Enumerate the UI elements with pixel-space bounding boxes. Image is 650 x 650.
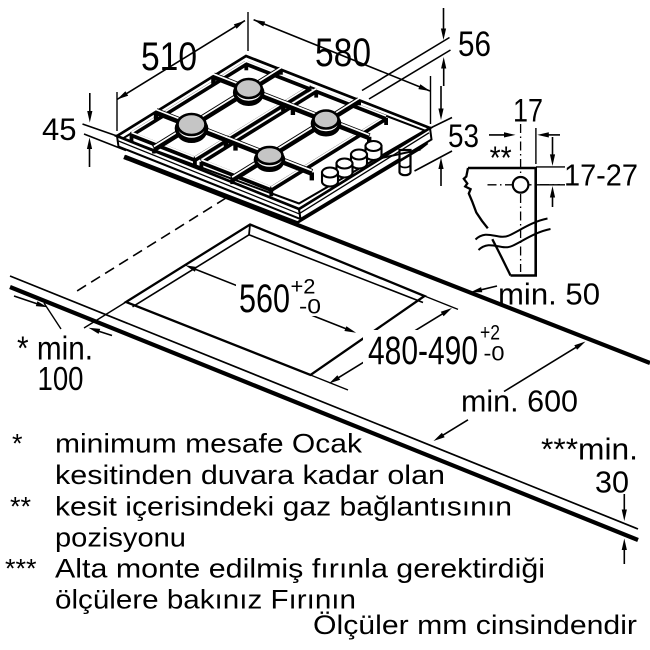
svg-text:kesitinden duvara kadar olan: kesitinden duvara kadar olan: [55, 460, 445, 490]
svg-text:minimum mesafe Ocak: minimum mesafe Ocak: [55, 429, 363, 459]
svg-text:560: 560: [239, 277, 290, 321]
svg-text:17-27: 17-27: [564, 158, 638, 193]
svg-text:-0: -0: [299, 296, 321, 319]
svg-text:***min.: ***min.: [541, 432, 638, 467]
svg-text:ölçülere bakınız Fırının: ölçülere bakınız Fırının: [55, 585, 356, 615]
svg-text:56: 56: [458, 25, 491, 64]
svg-text:53: 53: [448, 118, 479, 154]
svg-text:+2: +2: [480, 322, 500, 345]
svg-text:Alta monte edilmiş fırınla ger: Alta monte edilmiş fırınla gerektirdiği: [55, 554, 545, 584]
svg-text:***: ***: [5, 554, 37, 584]
svg-text:480-490: 480-490: [368, 329, 478, 373]
svg-text:min. 50: min. 50: [498, 277, 600, 312]
svg-text:17: 17: [513, 93, 543, 129]
svg-text:pozisyonu: pozisyonu: [55, 523, 186, 553]
svg-text:580: 580: [315, 31, 371, 75]
svg-text:100: 100: [38, 360, 84, 397]
svg-text:min. 600: min. 600: [461, 384, 578, 419]
svg-text:*: *: [12, 429, 23, 459]
svg-text:**: **: [10, 492, 32, 522]
svg-text:Ölçüler mm cinsindendir: Ölçüler mm cinsindendir: [313, 610, 637, 640]
svg-text:**: **: [490, 140, 512, 176]
svg-text:+2: +2: [291, 276, 316, 299]
svg-text:30: 30: [595, 465, 629, 500]
svg-text:-0: -0: [484, 343, 505, 366]
svg-text:* min.: * min.: [17, 330, 93, 367]
svg-text:45: 45: [42, 111, 77, 147]
svg-text:kesit içerisindeki gaz bağlant: kesit içerisindeki gaz bağlantısının: [55, 492, 512, 522]
svg-text:510: 510: [141, 35, 197, 79]
